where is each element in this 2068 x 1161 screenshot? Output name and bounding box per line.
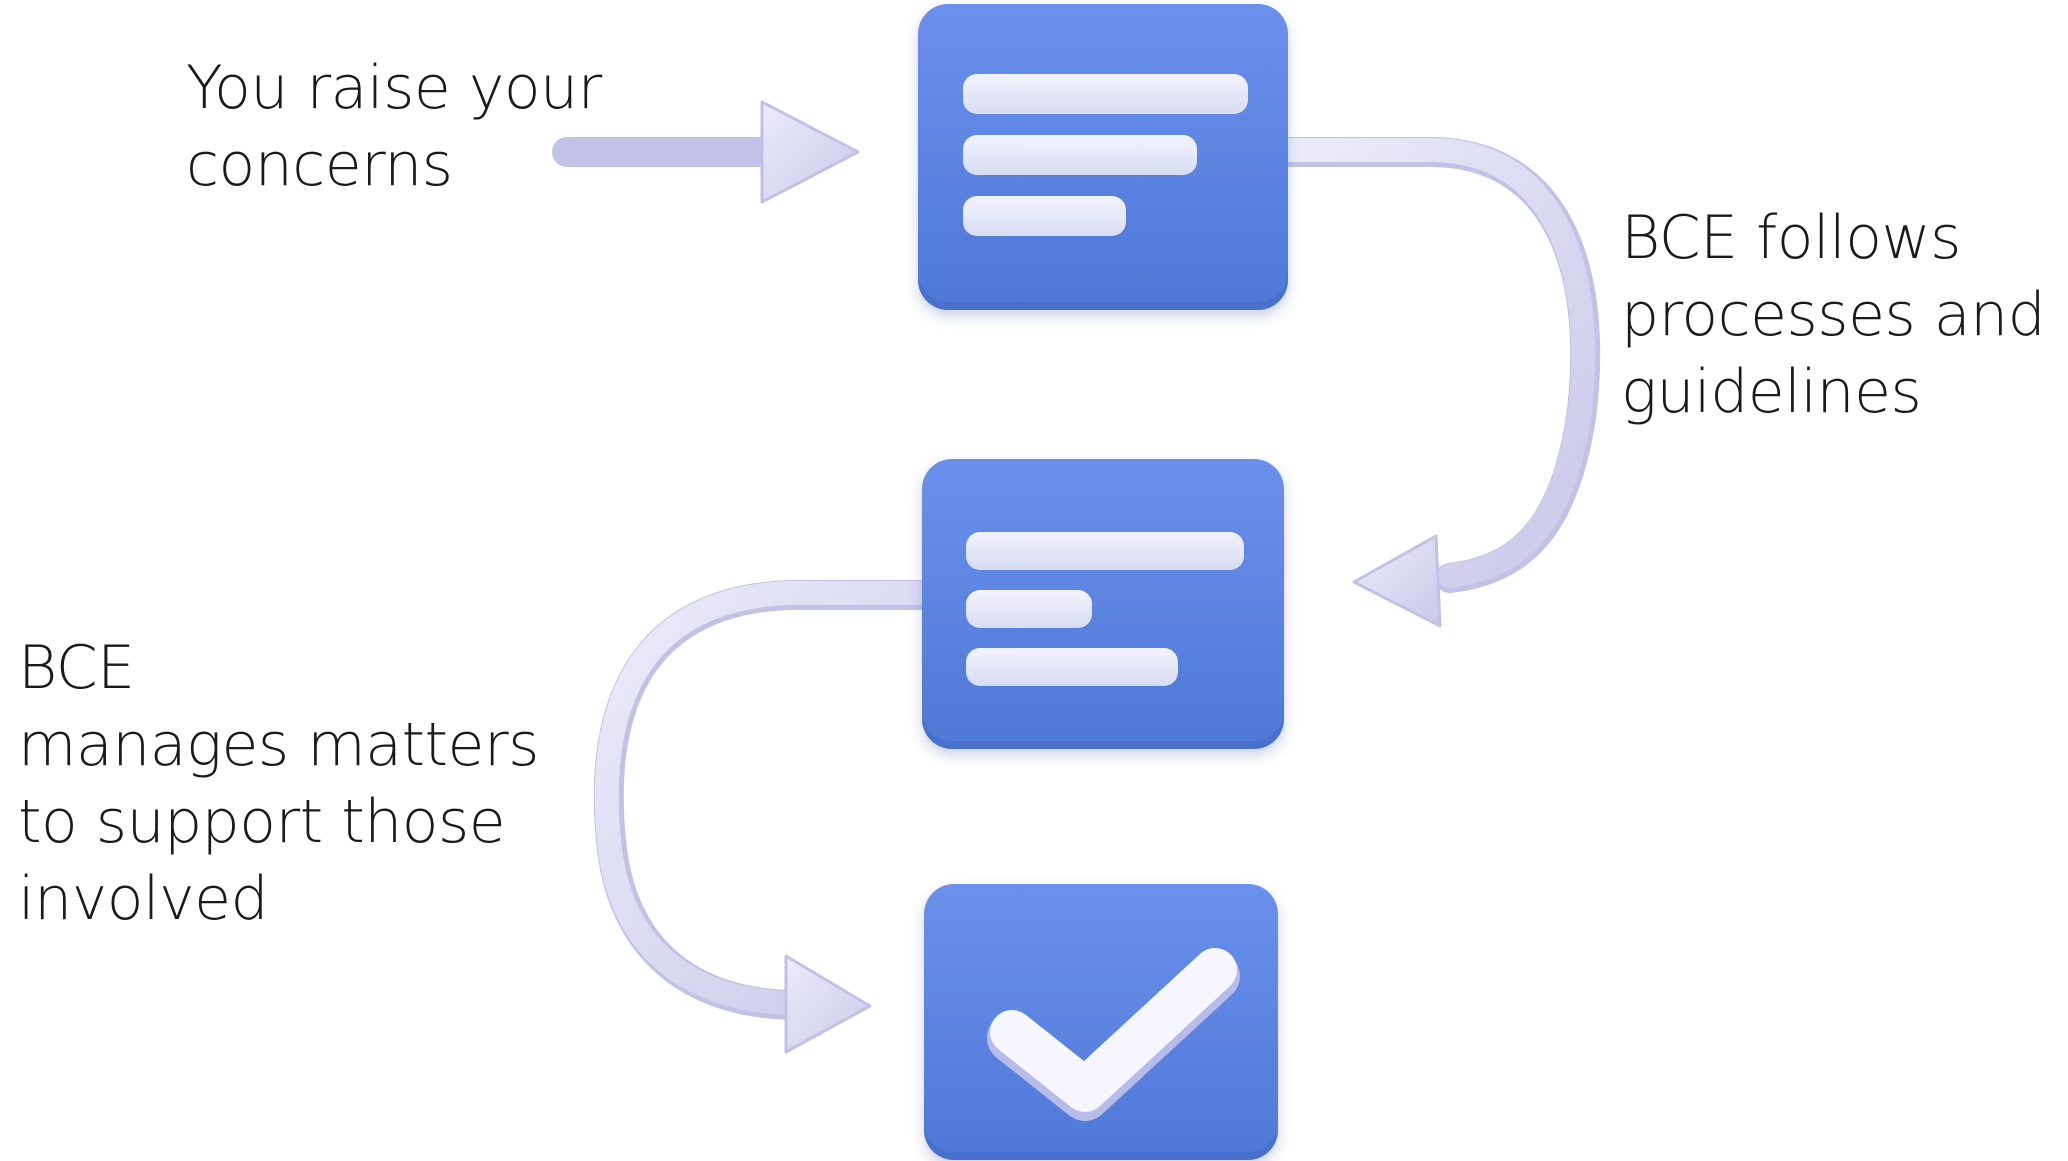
step-label-line: processes and <box>1621 280 2046 350</box>
step-label-line: to support those <box>18 787 506 857</box>
step-label-follows-processes: BCE follows processes and guidelines <box>1621 200 2046 431</box>
arrow-icon <box>552 100 860 204</box>
check-card-icon <box>924 884 1278 1160</box>
step-label-line: involved <box>18 864 269 934</box>
document-card-icon <box>918 4 1288 310</box>
step-label-line: manages matters <box>18 710 539 780</box>
step-label-line: BCE <box>18 633 135 703</box>
step-label-line: guidelines <box>1621 357 1922 427</box>
step-label-line: BCE follows <box>1621 203 1961 273</box>
step-label-manages-matters: BCE manages matters to support those inv… <box>18 630 539 938</box>
step-label-raise-concerns: You raise your concerns <box>186 50 602 204</box>
arrow-icon <box>1270 137 1601 628</box>
step-label-line: concerns <box>186 130 453 200</box>
document-card-icon <box>922 459 1284 749</box>
step-label-line: You raise your <box>186 53 602 123</box>
arrow-icon <box>593 580 940 1054</box>
